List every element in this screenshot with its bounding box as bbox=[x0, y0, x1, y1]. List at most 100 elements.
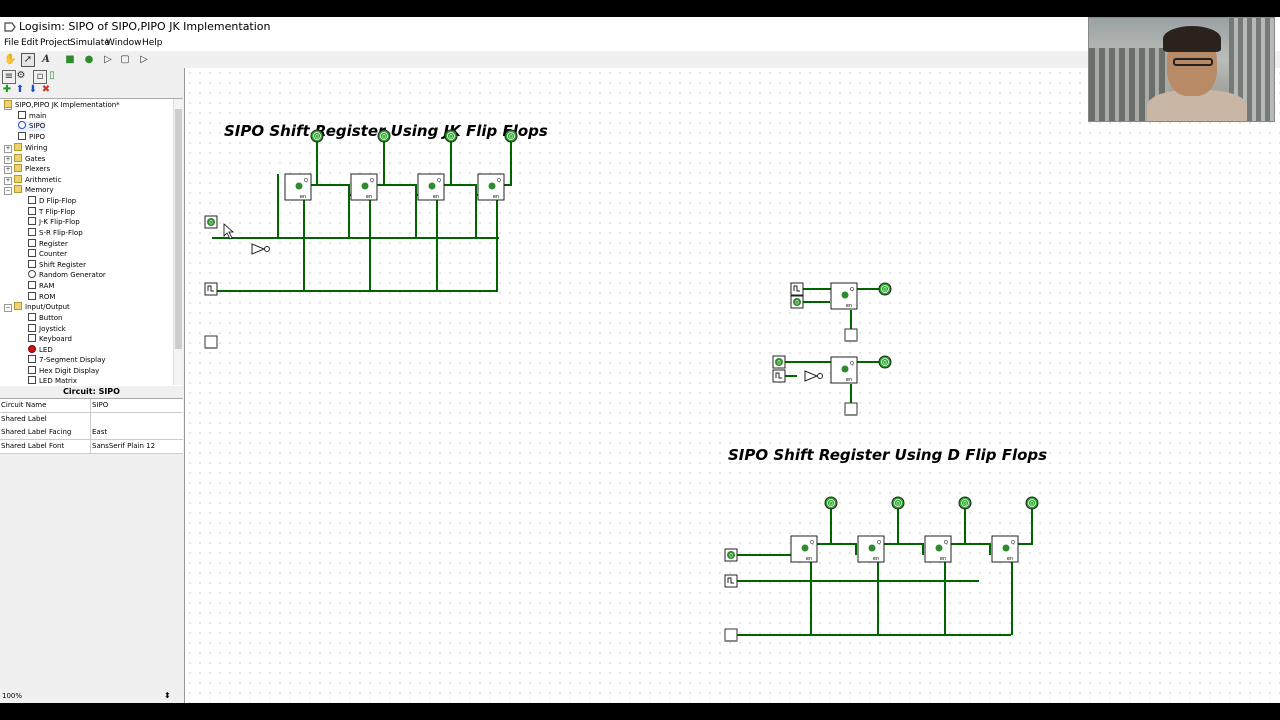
tree-lib-wiring[interactable]: Wiring bbox=[14, 143, 47, 153]
expand-gates-icon[interactable]: + bbox=[4, 156, 12, 164]
tree-led-matrix[interactable]: LED Matrix bbox=[28, 376, 77, 386]
d-flip-flop[interactable]: Qen bbox=[790, 535, 818, 563]
jk-flip-flop[interactable]: Qen bbox=[477, 173, 505, 201]
d-flip-flop[interactable]: Qen bbox=[857, 535, 885, 563]
move-up-icon[interactable]: ⬆ bbox=[15, 84, 25, 95]
collapse-io-icon[interactable]: − bbox=[4, 304, 12, 312]
menu-file[interactable]: File bbox=[4, 38, 20, 48]
tree-circuit-main[interactable]: main bbox=[18, 111, 47, 121]
not-gate[interactable] bbox=[251, 243, 270, 255]
reset-button[interactable] bbox=[204, 335, 218, 349]
circuit-canvas[interactable]: SIPO Shift Register Using JK Flip Flops … bbox=[184, 68, 1280, 703]
tree-joystick[interactable]: Joystick bbox=[28, 324, 66, 334]
zoom-spinner-icon[interactable]: ⬍ bbox=[164, 691, 171, 700]
tree-lib-gates[interactable]: Gates bbox=[14, 154, 45, 164]
tree-sr-flip-flop[interactable]: S-R Flip-Flop bbox=[28, 228, 83, 238]
tree-lib-arithmetic[interactable]: Arithmetic bbox=[14, 175, 61, 185]
d-flip-flop[interactable]: Qen bbox=[924, 535, 952, 563]
tree-lib-plexers[interactable]: Plexers bbox=[14, 164, 50, 174]
d-flip-flop[interactable]: Qen bbox=[830, 282, 858, 310]
tree-jk-flip-flop[interactable]: J-K Flip-Flop bbox=[28, 217, 80, 227]
reset-button[interactable] bbox=[844, 402, 858, 416]
clock-input[interactable] bbox=[204, 282, 218, 296]
tree-register[interactable]: Register bbox=[28, 239, 68, 249]
prop-row-shared-label[interactable]: Shared Label bbox=[0, 413, 183, 427]
tree-keyboard[interactable]: Keyboard bbox=[28, 334, 72, 344]
led-inner bbox=[881, 285, 889, 293]
zoom-level[interactable]: 100% bbox=[2, 692, 23, 700]
circuit-drawing[interactable]: SIPO Shift Register Using JK Flip Flops … bbox=[185, 68, 1280, 703]
menu-simulate[interactable]: Simulate bbox=[70, 38, 110, 48]
menu-project[interactable]: Project bbox=[40, 38, 71, 48]
q-label: Q bbox=[877, 540, 881, 546]
tree-led[interactable]: LED bbox=[28, 345, 53, 355]
edit-layout-icon[interactable]: ▫ bbox=[33, 70, 47, 84]
tree-random-generator[interactable]: Random Generator bbox=[28, 270, 106, 280]
tree-counter[interactable]: Counter bbox=[28, 249, 67, 259]
output-pin-icon[interactable]: ● bbox=[84, 54, 94, 65]
title-d: SIPO Shift Register Using D Flip Flops bbox=[728, 446, 1047, 464]
prop-value[interactable]: SansSerif Plain 12 bbox=[92, 442, 156, 450]
state-dot bbox=[868, 544, 876, 552]
tree-lib-io[interactable]: Input/Output bbox=[14, 302, 70, 312]
menu-help[interactable]: Help bbox=[142, 38, 163, 48]
add-circuit-icon[interactable]: ✚ bbox=[2, 84, 12, 95]
tree-circuit-pipo[interactable]: PIPO bbox=[18, 132, 45, 142]
tree-ram[interactable]: RAM bbox=[28, 281, 54, 291]
tree-button[interactable]: Button bbox=[28, 313, 62, 323]
expand-plexers-icon[interactable]: + bbox=[4, 166, 12, 174]
not-gate[interactable] bbox=[804, 370, 823, 382]
jk-flip-flop[interactable]: Qen bbox=[417, 173, 445, 201]
simulation-tree-icon[interactable]: ⚙ bbox=[16, 70, 26, 81]
menu-edit[interactable]: Edit bbox=[21, 38, 39, 48]
clock-input[interactable] bbox=[790, 282, 804, 296]
select-tool-icon[interactable]: ➚ bbox=[21, 53, 35, 67]
prop-row-shared-label-facing[interactable]: Shared Label Facing East bbox=[0, 426, 183, 440]
input-pin-icon[interactable]: ■ bbox=[65, 54, 75, 65]
tree-hex-digit-display[interactable]: Hex Digit Display bbox=[28, 366, 99, 376]
buffer-gate-icon[interactable]: ▷ bbox=[104, 54, 112, 65]
menu-window[interactable]: Window bbox=[106, 38, 142, 48]
edit-appearance-icon[interactable]: ▯ bbox=[49, 70, 55, 81]
input-pin[interactable]: 0 bbox=[790, 295, 804, 309]
reset-button[interactable] bbox=[724, 628, 738, 642]
tree-rom[interactable]: ROM bbox=[28, 292, 55, 302]
expand-wiring-icon[interactable]: + bbox=[4, 145, 12, 153]
reset-button[interactable] bbox=[844, 328, 858, 342]
jk-flip-flop[interactable]: Qen bbox=[830, 356, 858, 384]
delete-circuit-icon[interactable]: ✖ bbox=[41, 84, 51, 95]
led-inner bbox=[1028, 499, 1036, 507]
toolbox-view-icon[interactable]: ≡ bbox=[2, 70, 16, 84]
tree-lib-memory[interactable]: Memory bbox=[14, 185, 53, 195]
or-gate-icon[interactable]: ▷ bbox=[140, 54, 148, 65]
collapse-memory-icon[interactable]: − bbox=[4, 187, 12, 195]
input-pin[interactable]: 0 bbox=[772, 355, 786, 369]
zoom-control[interactable]: 100% ⬍ bbox=[0, 691, 183, 703]
tree-circuit-sipo[interactable]: SIPO bbox=[18, 121, 46, 131]
tree-7-segment-display[interactable]: 7-Segment Display bbox=[28, 355, 106, 365]
poke-tool-icon[interactable]: ✋ bbox=[4, 54, 17, 65]
tree-project[interactable]: SIPO,PIPO JK Implementation* bbox=[4, 100, 120, 110]
tree-d-flip-flop[interactable]: D Flip-Flop bbox=[28, 196, 76, 206]
input-pin[interactable]: 0 bbox=[204, 215, 218, 229]
jk-flip-flop[interactable]: Qen bbox=[350, 173, 378, 201]
clock-input[interactable] bbox=[772, 369, 786, 383]
jk-flip-flop[interactable]: Qen bbox=[284, 173, 312, 201]
tree-scrollbar[interactable] bbox=[173, 99, 183, 385]
expand-arithmetic-icon[interactable]: + bbox=[4, 177, 12, 185]
text-tool-icon[interactable]: A bbox=[42, 54, 50, 65]
input-pin[interactable]: 0 bbox=[724, 548, 738, 562]
prop-value[interactable]: SIPO bbox=[92, 401, 109, 409]
tree-t-flip-flop[interactable]: T Flip-Flop bbox=[28, 207, 75, 217]
and-gate-icon[interactable]: ▢ bbox=[120, 54, 130, 65]
d-flip-flop[interactable]: Qen bbox=[991, 535, 1019, 563]
prop-row-circuit-name[interactable]: Circuit Name SIPO bbox=[0, 399, 183, 413]
clock-input[interactable] bbox=[724, 574, 738, 588]
tree-shift-register[interactable]: Shift Register bbox=[28, 260, 86, 270]
prop-row-shared-label-font[interactable]: Shared Label Font SansSerif Plain 12 bbox=[0, 440, 183, 454]
counter-icon bbox=[28, 249, 36, 257]
prop-value[interactable]: East bbox=[92, 428, 108, 436]
scrollbar-thumb[interactable] bbox=[175, 109, 182, 349]
move-down-icon[interactable]: ⬇ bbox=[28, 84, 38, 95]
